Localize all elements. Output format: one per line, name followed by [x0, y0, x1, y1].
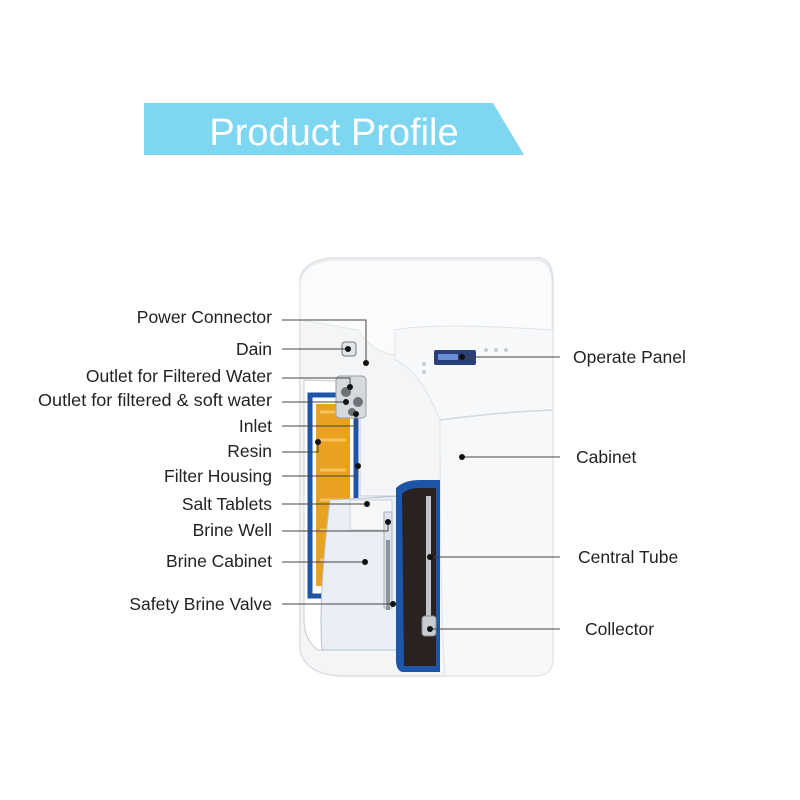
labels-right: Operate Panel Cabinet Central Tube Colle… [573, 347, 686, 639]
leader-filter-housing [282, 468, 359, 477]
label-outlet-filtered-soft-water: Outlet for filtered & soft water [38, 390, 272, 410]
label-collector: Collector [585, 619, 654, 639]
front-panel [394, 325, 554, 677]
dot-dain [345, 346, 351, 352]
dot-outlet-filtered [347, 384, 353, 390]
leader-power-connector [282, 319, 367, 362]
leader-inlet [282, 416, 357, 427]
label-power-connector: Power Connector [137, 307, 272, 327]
valve-head [335, 375, 367, 419]
panel-button-4 [422, 362, 426, 366]
cabinet-seam [439, 409, 554, 421]
dot-salt-tablets [364, 501, 370, 507]
dot-power-connector [363, 360, 369, 366]
label-outlet-filtered-water: Outlet for Filtered Water [86, 366, 272, 386]
panel-button-5 [422, 370, 426, 374]
panel-button-2 [494, 348, 498, 352]
labels-left: Power Connector Dain Outlet for Filtered… [38, 307, 272, 614]
dot-cabinet [459, 454, 465, 460]
label-central-tube: Central Tube [578, 547, 678, 567]
leader-outlet-filtered [282, 377, 351, 386]
dot-inlet [353, 411, 359, 417]
dot-brine-well [385, 519, 391, 525]
dot-safety-brine-valve [390, 601, 396, 607]
banner-ribbon [144, 103, 524, 155]
dot-filter-housing [355, 463, 361, 469]
collector [421, 615, 437, 637]
banner-title: Product Profile [209, 112, 458, 154]
dot-outlet-soft [343, 399, 349, 405]
label-salt-tablets: Salt Tablets [182, 494, 272, 514]
title-banner: Product Profile [144, 103, 524, 155]
dot-central-tube [427, 554, 433, 560]
label-brine-well: Brine Well [193, 520, 272, 540]
dot-resin [315, 439, 321, 445]
dot-brine-cabinet [362, 559, 368, 565]
label-filter-housing: Filter Housing [164, 466, 272, 486]
leader-lines-right [427, 354, 560, 632]
dot-collector [427, 626, 433, 632]
label-safety-brine-valve: Safety Brine Valve [129, 594, 272, 614]
label-resin: Resin [227, 441, 272, 461]
leader-resin [282, 444, 319, 453]
valve-port-2 [353, 397, 363, 407]
brine-valve-stem [386, 540, 390, 610]
panel-button-1 [484, 348, 488, 352]
water-softener-illustration [299, 257, 554, 677]
label-cabinet: Cabinet [576, 447, 636, 467]
label-brine-cabinet: Brine Cabinet [166, 551, 272, 571]
panel-button-3 [504, 348, 508, 352]
leader-lines-left [282, 319, 396, 607]
dot-operate-panel [459, 354, 465, 360]
operate-panel-screen-glow [438, 354, 458, 360]
label-dain: Dain [236, 339, 272, 359]
label-inlet: Inlet [239, 416, 272, 436]
label-operate-panel: Operate Panel [573, 347, 686, 367]
leader-brine-well [282, 524, 389, 532]
